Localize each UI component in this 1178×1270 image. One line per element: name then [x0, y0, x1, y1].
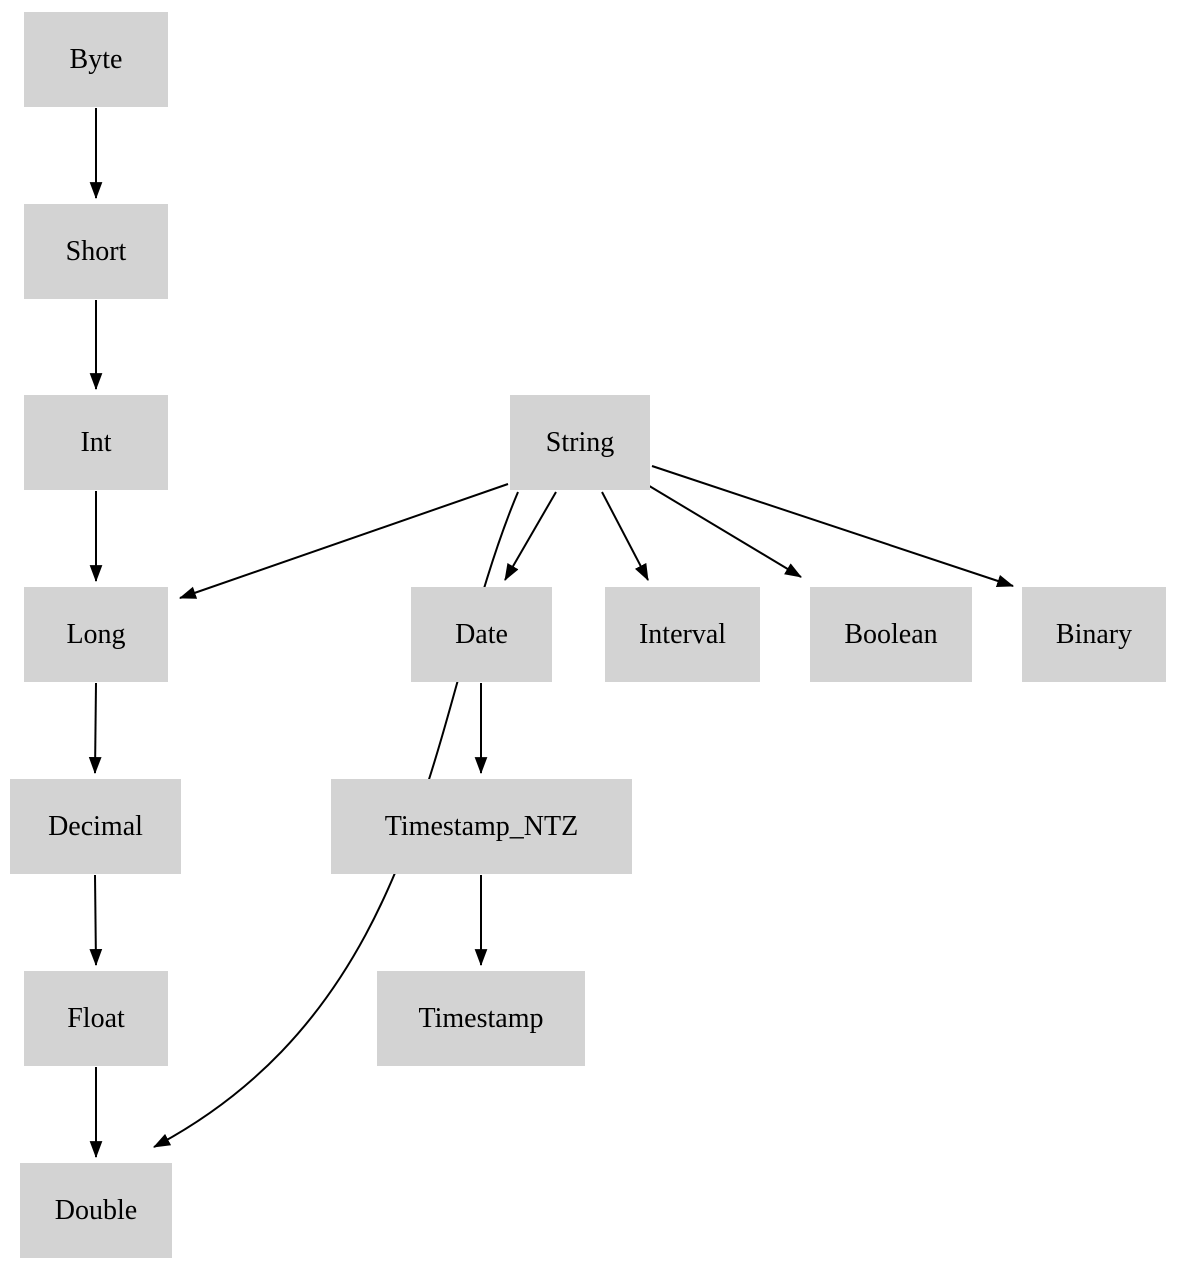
edge-decimal-float [89, 874, 103, 967]
edge-string-date [504, 491, 557, 581]
node-timestamp: Timestamp [377, 971, 585, 1066]
node-double: Double [20, 1163, 172, 1258]
node-string: String [510, 395, 650, 490]
edge-long-decimal [88, 682, 102, 775]
node-short: Short [24, 204, 168, 299]
node-binary: Binary [1022, 587, 1166, 682]
node-interval: Interval [605, 587, 760, 682]
node-byte: Byte [24, 12, 168, 107]
node-timestamp-ntz: Timestamp_NTZ [331, 779, 632, 874]
edge-string-interval [601, 491, 649, 581]
node-boolean: Boolean [810, 587, 972, 682]
edge-string-binary [651, 465, 1015, 588]
edge-string-boolean [645, 483, 802, 578]
node-date: Date [411, 587, 552, 682]
node-float: Float [24, 971, 168, 1066]
node-decimal: Decimal [10, 779, 181, 874]
node-int: Int [24, 395, 168, 490]
node-long: Long [24, 587, 168, 682]
edge-string-long [178, 483, 509, 599]
